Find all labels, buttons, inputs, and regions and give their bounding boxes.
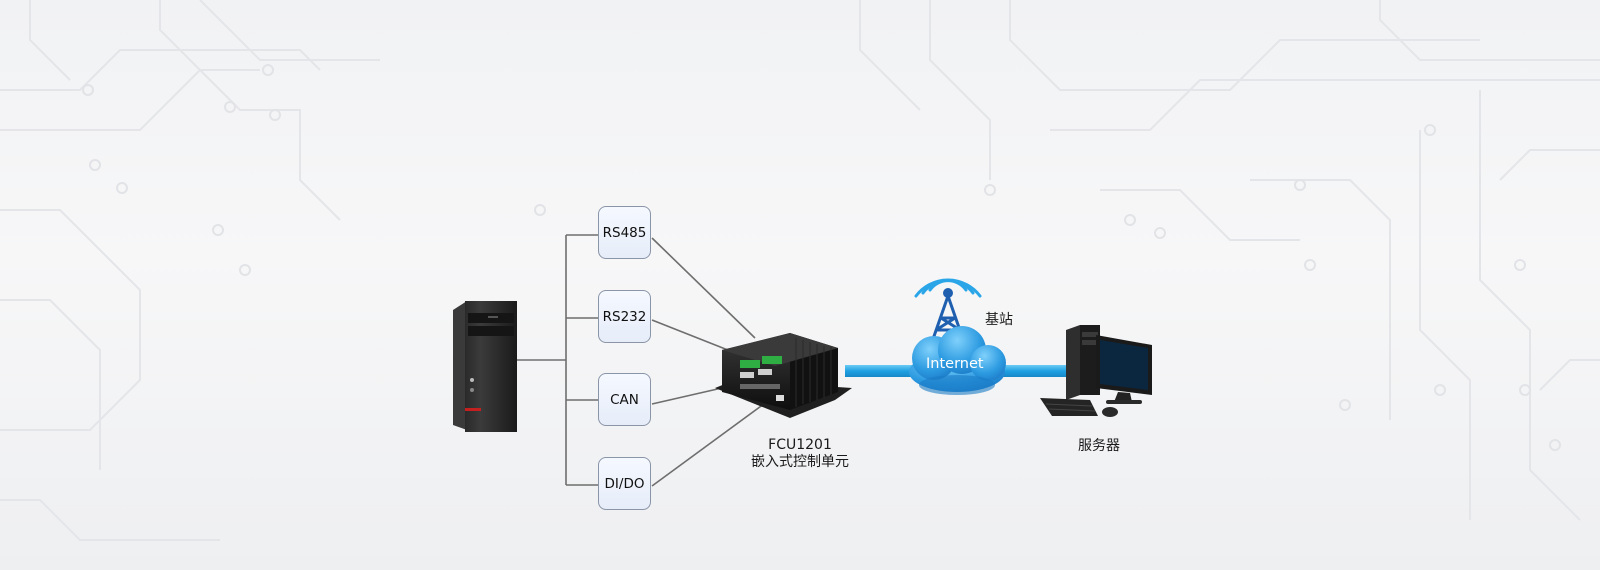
controller-name: 嵌入式控制单元: [751, 454, 849, 470]
interface-box-can: CAN: [598, 373, 651, 426]
interface-box-dido: DI/DO: [598, 457, 651, 510]
interface-box-rs485: RS485: [598, 206, 651, 259]
internet-cloud-icon: [909, 326, 1006, 395]
interface-label: DI/DO: [604, 475, 645, 492]
interface-label: RS232: [602, 308, 647, 325]
server-computer-icon: [1040, 325, 1152, 417]
controller-wiring: [651, 237, 773, 487]
interface-label: RS485: [602, 224, 647, 241]
internet-label: Internet: [926, 356, 984, 372]
interface-box-rs232: RS232: [598, 290, 651, 343]
controller-model: FCU1201: [768, 437, 832, 453]
server-label: 服务器: [1078, 438, 1120, 454]
controller-label: FCU1201 嵌入式控制单元: [740, 437, 860, 471]
interface-label: CAN: [610, 391, 639, 408]
base-station-label: 基站: [985, 312, 1013, 328]
link-internet-server: [1000, 365, 1070, 377]
link-controller-internet: [845, 365, 915, 377]
fcu1201-controller-icon: [715, 333, 852, 418]
pc-bus-wiring: [512, 234, 598, 486]
desktop-pc-icon: [453, 301, 517, 432]
